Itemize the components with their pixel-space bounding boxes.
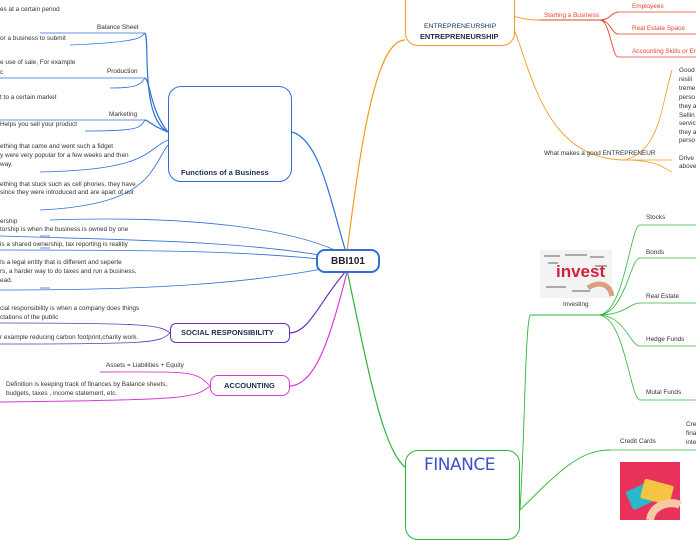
ownership-line-5: rs, a harder way to do taxes and run a b… (0, 268, 137, 275)
ownership-line-4: Is a legal entity that is different and … (0, 259, 122, 266)
production-note-2: c (0, 69, 4, 76)
production-note: e use of sale, For example (0, 59, 76, 66)
good-note-2: resili (679, 76, 693, 83)
marketing-note: t to a certain market (0, 94, 57, 101)
ownership-line-2: torship is when the business is owned by… (0, 226, 129, 233)
accounting-definition-line-1: Definition is keeping track of finances … (6, 381, 168, 388)
social-node[interactable]: SOCIAL RESPONSIBILITY (170, 323, 290, 343)
credit-card-image (620, 462, 682, 520)
investing-item-bonds[interactable]: Bonds (646, 249, 665, 256)
investing-item-hedge-funds[interactable]: Hedge Funds (646, 336, 685, 343)
entrepreneurship-image-text: ENTREPRENEURSHIP (424, 23, 497, 30)
credit-note-1: Cre (686, 421, 696, 428)
trend-note-line-1: ething that stuck such as cell phones, t… (0, 181, 136, 188)
accounting-branch-lines (0, 271, 348, 403)
balance-sheet-note-2: or a business to submit (0, 35, 66, 42)
investing-item-mutal-funds[interactable]: Mutal Funds (646, 389, 682, 396)
invest-word: invest (556, 262, 606, 281)
marketing-label[interactable]: Marketing (109, 111, 138, 118)
balance-sheet-note: es at a certain period (0, 6, 60, 13)
good-entrepreneur-label[interactable]: What makes a good ENTREPRENEUR (544, 150, 656, 157)
entrepreneurship-branch-lines (346, 14, 673, 253)
center-title: BBI101 (331, 255, 365, 267)
starting-branch-lines (540, 11, 696, 58)
investing-label[interactable]: Investing (563, 301, 589, 308)
investing-item-real-estate[interactable]: Real Estate (646, 293, 680, 300)
good-note-1: Good (679, 67, 695, 74)
finance-image-text: FINANCE (424, 455, 495, 475)
social-note-line-1: cial responsibility is when a company do… (0, 305, 140, 312)
finance-branch-lines (346, 224, 696, 511)
good-note-4: perso (679, 94, 695, 101)
fad-note-line-1: ething that came and went such a fidget (0, 143, 113, 150)
social-example: r example reducing carbon footprint,char… (0, 334, 139, 341)
entrepreneurship-title: ENTREPRENEURSHIP (420, 32, 499, 41)
good-note-7: servic (679, 120, 696, 127)
good-note-3: treme (679, 85, 696, 92)
accounting-equation: Assets = Liabilities + Equity (106, 362, 184, 369)
functions-title: Functions of a Business (181, 168, 269, 177)
ownership-line-1: ership (0, 218, 18, 225)
social-branch-lines (0, 269, 348, 345)
starting-item-accounting[interactable]: Accounting Skills or Em (632, 48, 696, 55)
credit-note-3: inte (686, 439, 696, 446)
credit-cards-label[interactable]: Credit Cards (620, 438, 656, 445)
entrepreneurship-node[interactable]: ENTREPRENEURSHIP ENTREPRENEURSHIP (405, 0, 515, 46)
starting-business-label[interactable]: Starting a Business (544, 12, 600, 19)
drive-note-1: Drive (679, 155, 694, 162)
social-note-line-2: ctations of the public (0, 314, 59, 321)
ownership-line-3: is a shared ownership, tax reporting is … (0, 241, 128, 248)
invest-image (540, 250, 615, 298)
functions-branch-lines (0, 32, 348, 291)
fad-note-line-2: y were very popular for a few weeks and … (0, 152, 129, 159)
production-label[interactable]: Production (107, 68, 138, 75)
good-note-6: Sellin (679, 112, 695, 119)
trend-note-line-2: since they were introduced and are apart… (0, 189, 134, 196)
accounting-title: ACCOUNTING (224, 381, 275, 390)
ownership-line-6: ead. (0, 277, 13, 284)
credit-note-2: fina (686, 430, 696, 437)
starting-item-employees[interactable]: Employees (632, 3, 664, 10)
center-node[interactable]: BBI101 (316, 249, 380, 273)
starting-item-real-estate[interactable]: Real Estate Space (632, 25, 685, 32)
social-title: SOCIAL RESPONSIBILITY (181, 328, 274, 337)
fad-note-line-3: way. (0, 161, 13, 168)
good-note-5: they a (679, 103, 696, 110)
finance-node[interactable]: FINANCE (405, 450, 520, 540)
accounting-node[interactable]: ACCOUNTING (210, 375, 290, 396)
investing-item-stocks[interactable]: Stocks (646, 214, 666, 221)
good-note-9: perso (679, 137, 695, 144)
accounting-definition-line-2: budgets, taxes , income statement, etc. (6, 390, 118, 397)
functions-node[interactable]: Functions of a Business (168, 86, 292, 182)
good-note-8: they a (679, 129, 696, 136)
drive-note-2: above (679, 163, 696, 170)
balance-sheet-label[interactable]: Balance Sheet (97, 24, 139, 31)
marketing-note-2: Helps you sell your product (0, 121, 78, 128)
